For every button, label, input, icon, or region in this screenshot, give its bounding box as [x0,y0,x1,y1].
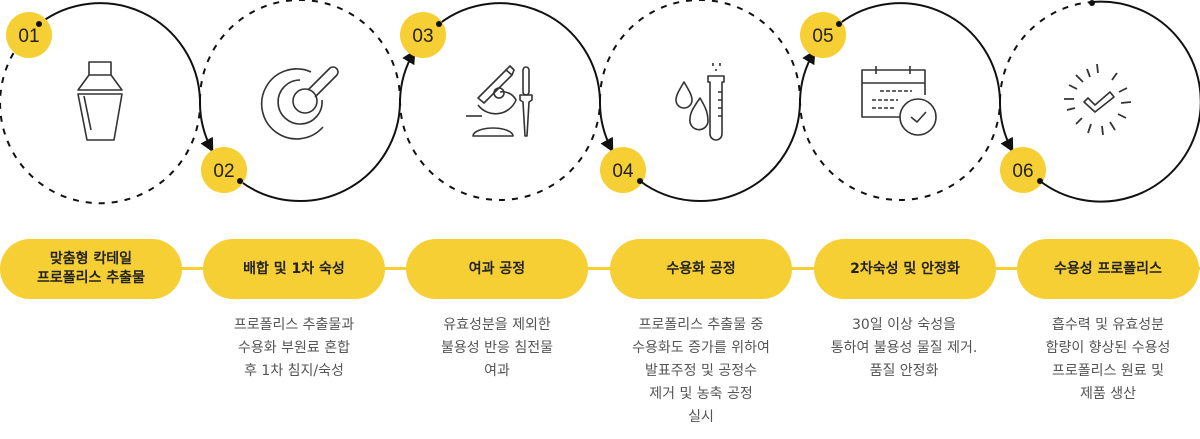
sparkle-check-icon [1064,63,1132,136]
step-title-1: 맞춤형 칵테일 프로폴리스 추출물 [0,239,182,299]
path-dots [36,0,1095,184]
step-number: 03 [412,26,433,47]
dashed-arc-2 [199,0,401,101]
step-title-6: 수용성 프로폴리스 [1017,239,1199,299]
solid-arc-6 [1039,0,1200,203]
step-number: 05 [812,26,833,47]
step-desc-4: 프로폴리스 추출물 중 수용화도 증가를 위하여 발표주정 및 공정수 제거 및… [632,317,770,425]
dashed-arc-6 [999,1,1093,101]
step-title-2: 배합 및 1차 숙성 [203,239,385,299]
solid-arc-3-4 [438,2,614,153]
connector-line [0,267,1200,270]
step-badge-02: 02 [201,147,247,193]
dashed-arc-3 [399,99,601,201]
test-tube-drops-icon [675,63,725,141]
step-title-4: 수용화 공정 [610,239,792,299]
step-badge-04: 04 [600,147,646,193]
step-badge-03: 03 [400,12,446,58]
dashed-arc-5 [799,99,1001,201]
step-badge-06: 06 [1000,147,1046,193]
process-diagram: 01 02 03 04 05 06 [0,0,1200,205]
step-title-5: 2차숙성 및 안정화 [814,239,996,299]
step-title-3: 여과 공정 [406,239,588,299]
solid-arc-5-6 [838,2,1014,153]
step-number: 02 [213,161,234,182]
step-badge-01: 01 [6,12,52,58]
step-badge-05: 05 [800,12,846,58]
step-desc-2: 프로폴리스 추출물과 수용화 부원료 혼합 후 1차 침지/숙성 [233,317,355,379]
step-number: 01 [18,26,39,47]
solid-arc-4-5 [639,49,816,202]
step-desc-5: 30일 이상 숙성을 통하여 불용성 물질 제거. 품질 안정화 [830,317,978,379]
microscope-dropper-icon [466,65,533,137]
badges: 01 02 03 04 05 06 [6,12,1046,193]
solid-arc-1-2 [38,2,214,153]
step-number: 04 [612,161,634,182]
step-desc-6: 흡수력 및 유효성분 함량이 향상된 수용성 프로폴리스 원료 및 제품 생산 [1045,317,1171,402]
cocktail-shaker-icon [77,61,123,141]
solid-arc-2-3 [239,49,416,202]
calendar-check-icon [861,66,937,136]
dashed-arc-4 [599,0,801,101]
mortar-pestle-icon [260,66,339,140]
step-desc-3: 유효성분을 제외한 불용성 반응 침전물 여과 [441,317,553,379]
step-number: 06 [1012,161,1033,182]
